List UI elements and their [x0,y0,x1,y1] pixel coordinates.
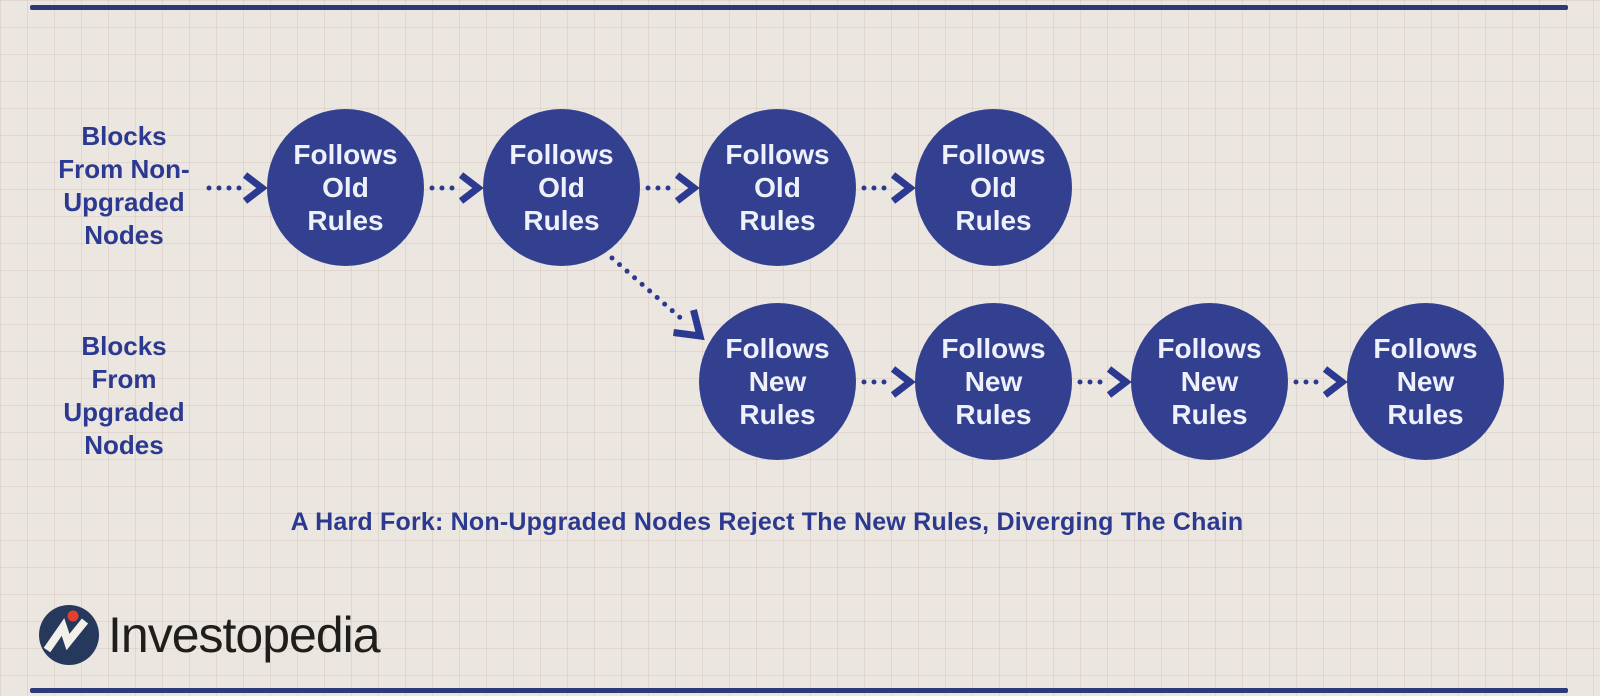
node-text-line: New [1396,366,1455,397]
label-line: From Non- [58,154,190,184]
node-text-line: Old [322,172,369,203]
node-text-line: Rules [739,205,816,236]
node-text-line: Rules [523,205,600,236]
dotted-arrow-icon [861,366,916,398]
label-line: Blocks [81,331,167,361]
node-text-line: Rules [307,205,384,236]
node-text-line: Follows [293,139,398,170]
dotted-arrow-icon [429,172,484,204]
node-text-line: Old [538,172,585,203]
bottom-rule-bar [30,688,1568,693]
label-blocks-from-non-upgraded-nodes: Blocks From Non- Upgraded Nodes [14,120,234,252]
node-text-line: Follows [941,333,1046,364]
top-rule-bar [30,5,1568,10]
dotted-arrow-icon [645,172,700,204]
node-follows-new-rules-3: Follows New Rules [1131,303,1288,460]
dotted-arrow-icon [1077,366,1132,398]
node-text-line: Follows [725,333,830,364]
node-text-line: Old [970,172,1017,203]
label-line: Upgraded [63,397,185,427]
label-line: Nodes [84,430,164,460]
node-text-line: Follows [1157,333,1262,364]
dotted-arrow-icon [1293,366,1348,398]
node-follows-old-rules-3: Follows Old Rules [699,109,856,266]
dotted-arrow-icon [861,172,916,204]
investopedia-i-mark-icon [39,605,99,665]
node-text-line: New [748,366,807,397]
node-follows-old-rules-4: Follows Old Rules [915,109,1072,266]
node-text-line: Follows [1373,333,1478,364]
investopedia-logo: Investopedia [38,604,381,666]
label-line: From [91,364,157,394]
node-follows-new-rules-2: Follows New Rules [915,303,1072,460]
label-line: Blocks [81,121,167,151]
node-text-line: Follows [941,139,1046,170]
node-follows-old-rules-2: Follows Old Rules [483,109,640,266]
node-text-line: Follows [725,139,830,170]
investopedia-wordmark: Investopedia [108,607,381,663]
node-text-line: New [964,366,1023,397]
node-text-line: Rules [739,399,816,430]
node-text-line: Rules [1387,399,1464,430]
node-text-line: Old [754,172,801,203]
node-text-line: Follows [509,139,614,170]
label-line: Nodes [84,220,164,250]
label-blocks-from-upgraded-nodes: Blocks From Upgraded Nodes [14,330,234,462]
node-text-line: Rules [1171,399,1248,430]
caption: A Hard Fork: Non-Upgraded Nodes Reject T… [290,508,1244,536]
node-text-line: New [1180,366,1239,397]
label-line: Upgraded [63,187,185,217]
node-follows-new-rules-4: Follows New Rules [1347,303,1504,460]
node-follows-new-rules-1: Follows New Rules [699,303,856,460]
fork-diagonal-arrow-icon [609,255,705,341]
node-text-line: Rules [955,205,1032,236]
node-follows-old-rules-1: Follows Old Rules [267,109,424,266]
node-text-line: Rules [955,399,1032,430]
